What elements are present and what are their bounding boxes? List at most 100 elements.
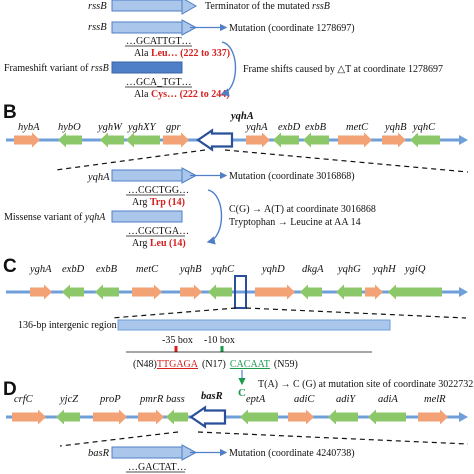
panel-b-zoom-line-right	[224, 149, 469, 173]
panel-d-gene-arrowhead	[181, 444, 198, 461]
gene-arrow-adiY	[328, 409, 358, 425]
gene-arrow-yqhG	[336, 284, 362, 300]
panel-b-backbone-arrowhead	[459, 135, 468, 145]
gene-label-dkgA: dkgA	[302, 264, 324, 275]
gene-arrow-yghW	[100, 132, 124, 148]
panel-b-label: B	[3, 102, 17, 123]
panel-a-mutated-gene-arrowhead	[181, 19, 198, 36]
gene-arrow-yqhB	[180, 284, 202, 300]
gene-arrow-yjcZ	[56, 409, 80, 425]
gene-label-adiY: adiY	[336, 394, 356, 405]
gene-label-yqhA: yqhA	[245, 122, 268, 133]
panel-c-zoom-line-left	[111, 307, 237, 319]
panel-b-zoom-line-left	[55, 149, 206, 171]
gene-label-yghA: yghA	[29, 264, 52, 275]
gene-arrow-bass	[166, 409, 188, 425]
gene-label-yqhC: yqhC	[211, 264, 235, 275]
panel-b-change-line2: Tryptophan → Leucine at AA 14	[229, 217, 361, 228]
panel-b-seq-bottom: …CGCTGA…	[128, 226, 189, 237]
gene-arrow-yqhC	[410, 132, 440, 148]
panel-b-focus-gene: yqhA	[229, 111, 254, 122]
gene-label-hybA: hybA	[18, 122, 40, 133]
panel-b-change-line1: C(G) → A(T) at coordinate 3016868	[229, 204, 376, 215]
gene-label-yghXY: yghXY	[127, 122, 157, 133]
gene-arrow-melR	[418, 409, 448, 425]
panel-a-mid-gene-label: rssB	[88, 22, 107, 33]
gene-label-gpr: gpr	[166, 122, 182, 133]
gene-label-eptA: eptA	[246, 394, 266, 405]
panel-d-detail-gene: basR	[88, 448, 110, 459]
gene-arrow-metC	[132, 284, 162, 300]
gene-label-adiC: adiC	[294, 394, 315, 405]
panel-d-label: D	[3, 379, 17, 400]
panel-b-aa-top: Arg Trp (14)	[132, 197, 185, 208]
gene-arrow-hybA	[14, 132, 40, 148]
panel-b-mutation-text: Mutation (coordinate 3016868)	[229, 171, 355, 182]
gene-arrow-hybO	[58, 132, 82, 148]
panel-a: rssB Terminator of the mutated rssB rssB…	[4, 0, 443, 100]
panel-a-aa-bottom: Ala Cys… (222 to 244)	[134, 89, 230, 100]
panel-a-curved-arrow	[220, 41, 237, 97]
gene-label-exbD: exbD	[62, 264, 85, 275]
gene-label-metC: metC	[136, 264, 159, 275]
gene-arrow-exbB	[303, 132, 329, 148]
panel-c-box10-label: -10 box	[204, 335, 235, 346]
gene-arrow-gpr	[163, 132, 189, 148]
panel-a-top-gene-arrowhead	[181, 0, 198, 15]
panel-c-label: C	[3, 256, 17, 277]
gene-arrow-yghA	[30, 284, 52, 300]
gene-label-melR: melR	[424, 394, 446, 405]
gene-label-metC: metC	[346, 122, 369, 133]
panel-b-detail-gene: yqhA	[87, 172, 110, 183]
panel-d-focus-gene: basR	[201, 391, 223, 402]
gene-label-yjcZ: yjcZ	[59, 394, 78, 405]
gene-arrow-proP	[93, 409, 127, 425]
panel-c-seq-line: (N48)TTGAGA(N17)CACAAT(N59)	[133, 359, 298, 370]
gene-arrow-crfC	[12, 409, 46, 425]
panel-b-variant-label: Missense variant of yqhA	[4, 212, 106, 223]
gene-arrow-adiC	[288, 409, 314, 425]
panel-a-frameshift-text: Frame shifts caused by △T at coordinate …	[243, 64, 443, 75]
panel-c-backbone-arrowhead	[459, 287, 468, 297]
gene-arrow-ygiQ	[388, 284, 442, 300]
gene-label-ygiQ: ygiQ	[404, 264, 426, 275]
panel-c-intergenic-label: 136-bp intergenic region	[18, 320, 117, 331]
panel-b-gene-arrowhead	[181, 167, 198, 184]
gene-label-exbB: exbB	[305, 122, 327, 133]
panel-b-seq-top: …CGCTGG…	[128, 185, 189, 196]
panel-c-intergenic-bar	[117, 319, 391, 331]
panel-c-new-base: C	[238, 387, 246, 399]
panel-d-zoom-line-right	[197, 431, 469, 445]
gene-label-exbB: exbB	[96, 264, 118, 275]
panel-d-gene-bar	[111, 446, 183, 459]
panel-c-zoom-line-right	[245, 307, 467, 319]
panel-c-box35-label: -35 box	[162, 335, 193, 346]
panel-b-aa-bottom: Arg Leu (14)	[132, 238, 186, 249]
gene-label-exbD: exbD	[278, 122, 301, 133]
gene-arrow-metC	[338, 132, 372, 148]
gene-arrow-yghXY	[126, 132, 160, 148]
panel-d-zoom-line-left	[59, 431, 179, 447]
panel-a-frameshift-gene-bar	[111, 61, 183, 74]
panel-a-seq-bottom: …GCA_TGT…	[126, 77, 192, 88]
panel-a-top-gene-bar	[111, 0, 183, 12]
panel-a-aa-top: Ala Leu… (222 to 337)	[134, 48, 230, 59]
gene-label-bass: bass	[166, 394, 185, 405]
gene-label-yghW: yghW	[97, 122, 123, 133]
panel-d-backbone-arrowhead	[459, 412, 468, 422]
gene-label-yqhG: yqhG	[337, 264, 361, 275]
panel-a-mutation-text: Mutation (coordinate 1278697)	[229, 23, 355, 34]
gene-arrow-pmrR	[138, 409, 164, 425]
gene-arrow-dkgA	[300, 284, 322, 300]
gene-label-yqhH: yqhH	[372, 264, 397, 275]
gene-label-yqhB: yqhB	[179, 264, 202, 275]
panel-a-variant-label: Frameshift variant of rssB	[4, 63, 109, 74]
gene-label-yqhC: yqhC	[412, 122, 436, 133]
gene-arrow-exbD	[62, 284, 84, 300]
panel-c-intergenic-highlight	[234, 275, 247, 309]
